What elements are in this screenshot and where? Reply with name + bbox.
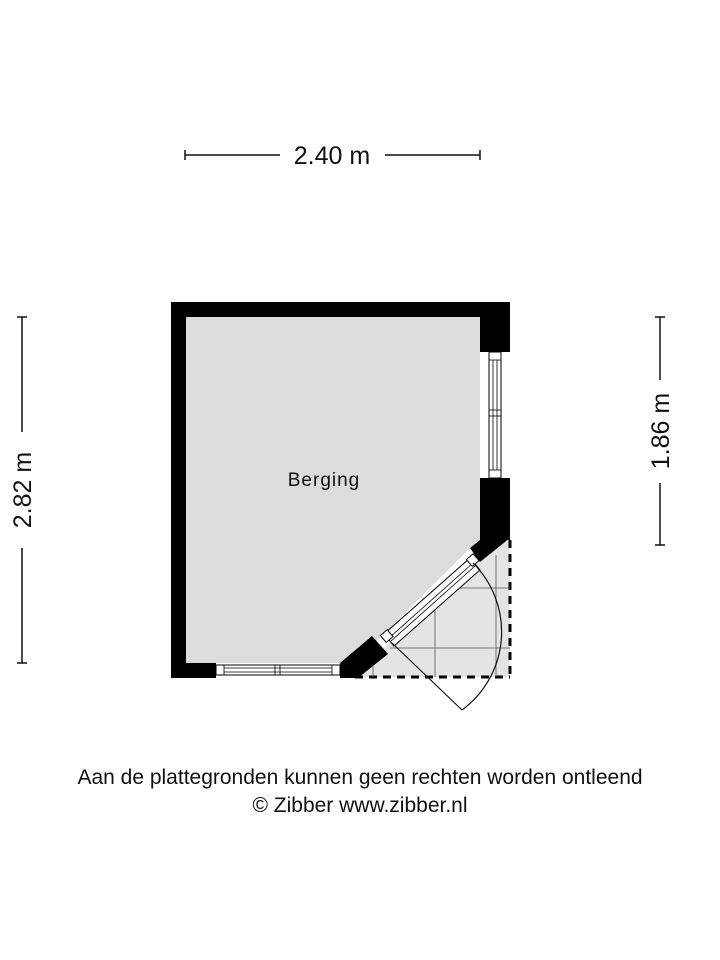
window-bottom — [215, 663, 341, 678]
walls — [171, 302, 510, 678]
door-diagonal — [379, 552, 503, 711]
dimension-top: 2.40 m — [184, 142, 481, 170]
dimension-right-label: 1.86 m — [647, 393, 675, 469]
dimension-right: 1.86 m — [647, 316, 675, 546]
window-right — [480, 351, 510, 479]
dimension-left: 2.82 m — [9, 316, 37, 664]
room-label: Berging — [288, 470, 361, 491]
disclaimer-text: Aan de plattegronden kunnen geen rechten… — [77, 766, 643, 789]
dimension-top-label: 2.40 m — [294, 142, 370, 170]
copyright-text: © Zibber www.zibber.nl — [252, 794, 468, 817]
footer: Aan de plattegronden kunnen geen rechten… — [0, 764, 720, 820]
dimension-left-label: 2.82 m — [9, 452, 37, 528]
room-floor — [186, 317, 480, 663]
